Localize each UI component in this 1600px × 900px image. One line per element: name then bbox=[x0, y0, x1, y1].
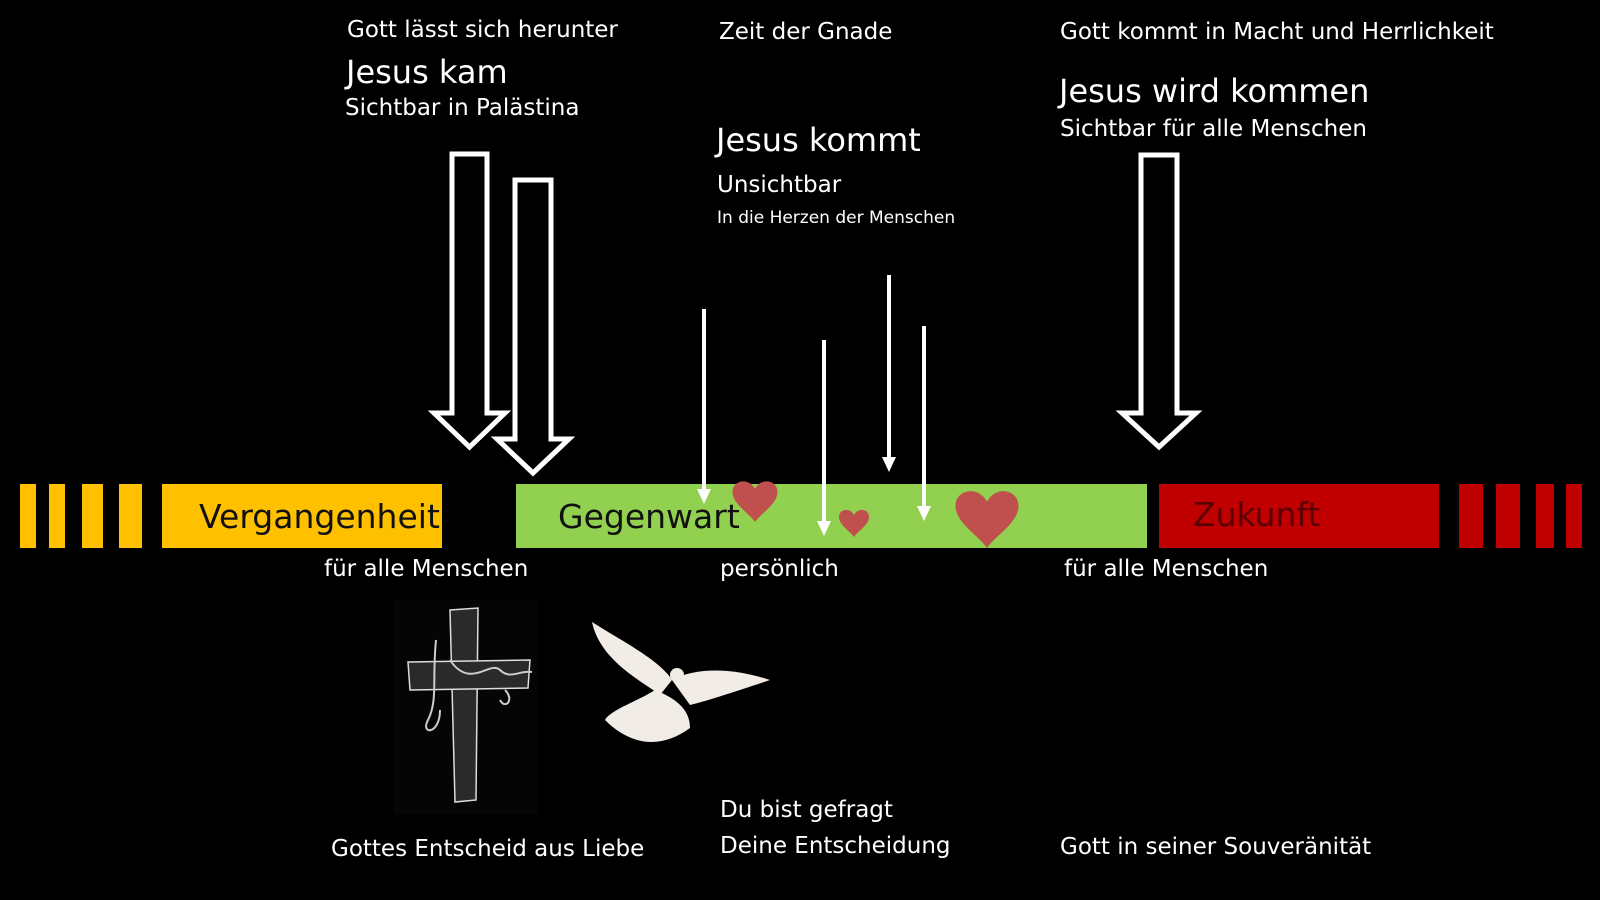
past-below: für alle Menschen bbox=[324, 556, 529, 582]
past-stripe bbox=[119, 484, 142, 548]
present-footer-line2: Deine Entscheidung bbox=[720, 833, 951, 859]
present-bar-label: Gegenwart bbox=[558, 497, 740, 536]
past-sub: Sichtbar in Palästina bbox=[345, 95, 580, 121]
past-heading-small: Gott lässt sich herunter bbox=[347, 17, 618, 43]
dove-image bbox=[592, 622, 770, 742]
past-stripe bbox=[49, 484, 65, 548]
past-stripe bbox=[82, 484, 103, 548]
down-arrow-icon bbox=[427, 151, 512, 451]
future-stripes bbox=[1459, 484, 1582, 548]
past-stripe bbox=[20, 484, 36, 548]
future-below: für alle Menschen bbox=[1064, 556, 1269, 582]
present-sub2: In die Herzen der Menschen bbox=[717, 208, 956, 228]
heart-icon bbox=[732, 481, 778, 522]
future-stripe bbox=[1536, 484, 1554, 548]
present-footer-line1: Du bist gefragt bbox=[720, 797, 893, 823]
future-heading-small: Gott kommt in Macht und Herrlichkeit bbox=[1060, 19, 1494, 45]
present-heading-big: Jesus kommt bbox=[716, 121, 921, 159]
present-sub: Unsichtbar bbox=[717, 172, 842, 198]
thin-arrow-icon bbox=[697, 309, 711, 504]
past-heading-big: Jesus kam bbox=[346, 53, 508, 91]
past-bar-label: Vergangenheit bbox=[199, 497, 440, 536]
future-stripe bbox=[1459, 484, 1483, 548]
down-arrow-icon bbox=[1115, 152, 1203, 451]
future-bar bbox=[1159, 484, 1439, 548]
heart-icon bbox=[955, 491, 1019, 548]
past-footer: Gottes Entscheid aus Liebe bbox=[331, 836, 645, 862]
past-stripes bbox=[20, 484, 142, 548]
present-below: persönlich bbox=[720, 556, 839, 582]
thin-arrow-icon bbox=[882, 275, 896, 472]
future-heading-big: Jesus wird kommen bbox=[1059, 72, 1370, 110]
down-arrow-icon bbox=[490, 177, 576, 477]
thin-arrow-icon bbox=[817, 340, 831, 536]
future-stripe bbox=[1566, 484, 1582, 548]
cross-image bbox=[393, 600, 538, 815]
future-bar-label: Zukunft bbox=[1193, 495, 1321, 534]
future-footer: Gott in seiner Souveränität bbox=[1060, 834, 1372, 860]
present-bar bbox=[516, 484, 1147, 548]
future-stripe bbox=[1496, 484, 1520, 548]
present-heading-small: Zeit der Gnade bbox=[719, 19, 893, 45]
thin-arrow-icon bbox=[917, 326, 931, 521]
past-bar bbox=[162, 484, 442, 548]
heart-icon bbox=[839, 509, 869, 537]
future-sub: Sichtbar für alle Menschen bbox=[1060, 116, 1367, 142]
